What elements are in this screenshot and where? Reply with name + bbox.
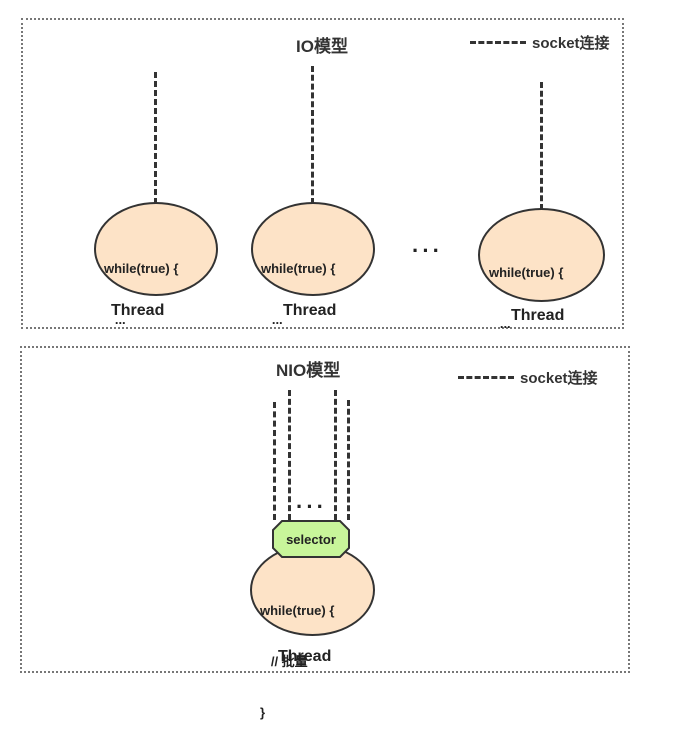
io-thread-1: while(true) { ... } xyxy=(94,202,218,378)
io-thread-3: while(true) { ... } xyxy=(478,208,605,382)
nio-socket-line-4 xyxy=(347,400,350,520)
io-legend: socket连接 xyxy=(470,32,610,53)
nio-legend: socket连接 xyxy=(458,367,598,388)
nio-thread-code-line1: while(true) { xyxy=(260,603,335,618)
dashed-line-legend-icon xyxy=(458,376,514,379)
dashed-line-legend-icon xyxy=(470,41,526,44)
io-thread-2-label: Thread xyxy=(283,302,337,319)
nio-thread-code-line3: } xyxy=(260,705,266,720)
selector-node: selector xyxy=(272,520,350,558)
nio-legend-label: socket连接 xyxy=(520,370,598,387)
nio-thread-code-line2: // 批量 xyxy=(260,654,308,669)
io-thread-2-code-line1: while(true) { xyxy=(261,261,336,276)
nio-socket-line-1 xyxy=(273,402,276,520)
selector-octagon-shape xyxy=(272,520,350,558)
nio-model-title: NIO模型 xyxy=(276,361,341,380)
io-socket-line-1 xyxy=(154,72,157,204)
nio-thread-label: Thread xyxy=(278,648,332,665)
io-thread-3-code-line1: while(true) { xyxy=(489,265,564,280)
io-thread-3-code-line2: ... xyxy=(489,316,511,331)
io-thread-1-code-line2: ... xyxy=(104,312,126,327)
selector-label: selector xyxy=(286,531,336,547)
io-legend-label: socket连接 xyxy=(532,35,610,52)
io-socket-line-3 xyxy=(540,82,543,210)
io-thread-1-label: Thread xyxy=(111,302,165,319)
io-socket-line-2 xyxy=(311,66,314,204)
nio-socket-line-3 xyxy=(334,390,337,520)
nio-ellipsis: ··· xyxy=(296,494,327,519)
io-model-title: IO模型 xyxy=(296,37,348,56)
io-thread-1-code-line1: while(true) { xyxy=(104,261,179,276)
io-thread-3-label: Thread xyxy=(511,307,565,324)
io-thread-2-code-line2: ... xyxy=(261,312,283,327)
io-ellipsis: ··· xyxy=(412,238,443,263)
io-thread-2: while(true) { ... } xyxy=(251,202,375,378)
nio-socket-line-2 xyxy=(288,390,291,520)
